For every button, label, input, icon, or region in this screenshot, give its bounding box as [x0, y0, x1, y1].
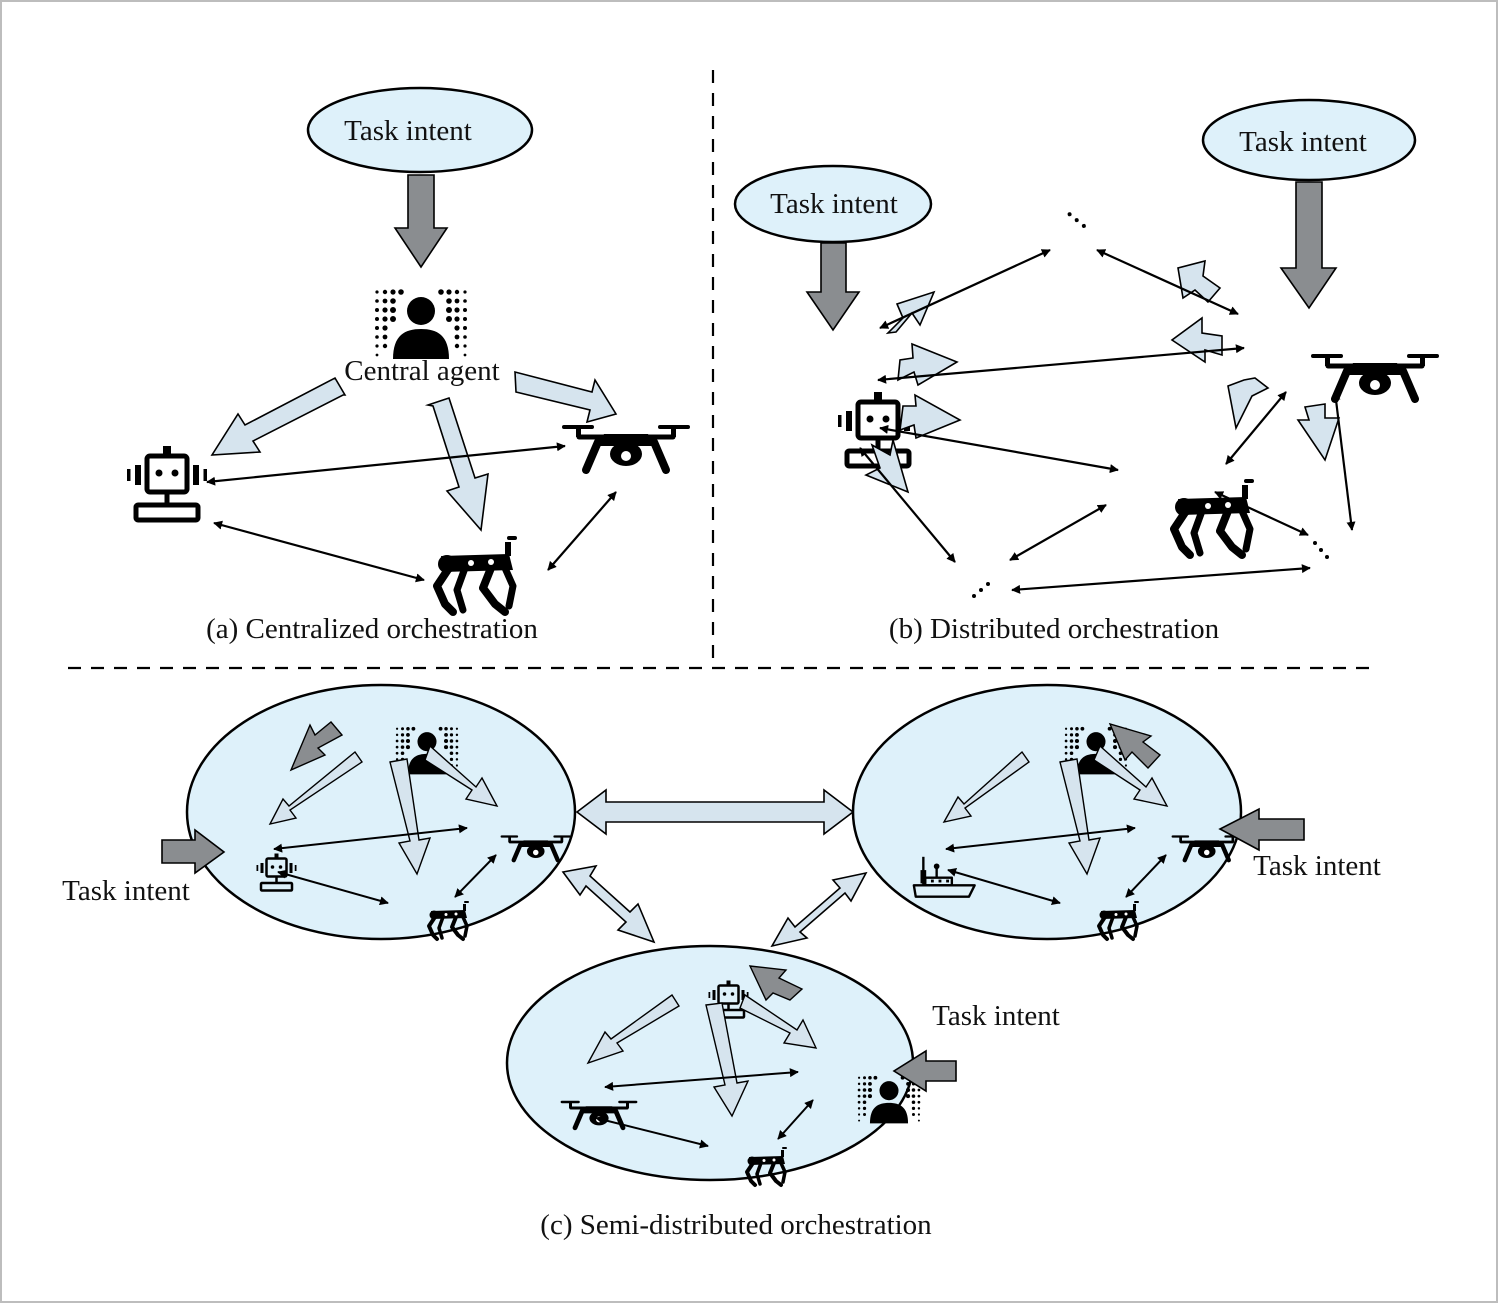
task-intent-label-right: Task intent [1239, 126, 1367, 158]
central-agent-label: Central agent [344, 355, 499, 387]
caption-b: (b) Distributed orchestration [889, 613, 1220, 645]
panel-b-distributed: Task intent Task intent [733, 98, 1437, 645]
drone-icon [564, 427, 688, 470]
task-intent-label: Task intent [344, 115, 472, 147]
intent-arrow-bottom [892, 1049, 957, 1093]
intent-arrow-right [1218, 807, 1305, 852]
robot-dog-icon [437, 538, 515, 612]
peer-links [206, 442, 617, 583]
task-intent-label-bottom: Task intent [932, 1000, 1060, 1032]
hollow-relay-arrows [864, 259, 1341, 494]
robot-icon [127, 446, 207, 520]
hollow-dispatch-arrows [210, 370, 618, 532]
task-intent-bubble [306, 86, 534, 174]
caption-c: (c) Semi-distributed orchestration [540, 1209, 932, 1241]
task-intent-label-right: Task intent [1253, 850, 1381, 882]
central-agent-icon [375, 289, 467, 359]
panel-c-semi-distributed: Task intent Task intent Task intent (c) … [62, 683, 1381, 1241]
caption-a: (a) Centralized orchestration [206, 613, 538, 645]
task-intent-bubble-right [1201, 98, 1417, 182]
task-intent-bubble-left [733, 164, 933, 244]
drone-icon [1313, 356, 1437, 399]
intent-arrow [393, 174, 449, 269]
cluster-left [185, 683, 577, 941]
cluster-bottom [505, 944, 921, 1187]
intent-arrow-left [805, 242, 861, 332]
panel-separators [68, 70, 1375, 670]
ellipsis-icon [1067, 209, 1087, 231]
panel-a-centralized: Task intent Central agent (a) Centralize… [127, 86, 688, 645]
intent-arrow-left [161, 828, 226, 875]
peer-links [859, 248, 1356, 594]
task-intent-label-left: Task intent [62, 875, 190, 907]
ellipsis-icon [1313, 541, 1329, 559]
ellipsis-icon [972, 582, 990, 598]
inter-cluster-arrows [561, 788, 868, 948]
robot-dog-icon [1174, 481, 1252, 555]
intent-arrow-right [1279, 181, 1338, 310]
cluster-right [851, 683, 1241, 941]
task-intent-label-left: Task intent [770, 188, 898, 220]
